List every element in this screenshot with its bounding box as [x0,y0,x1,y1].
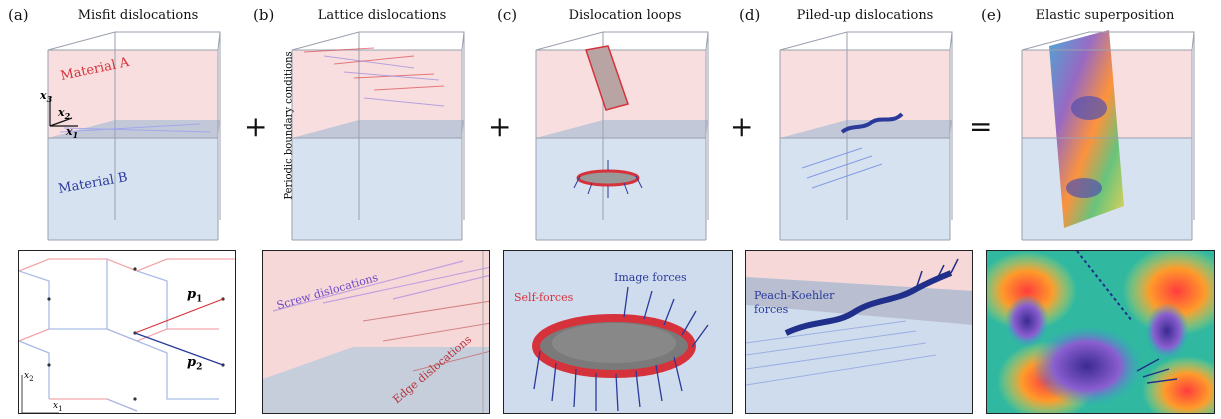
panel-title-a: Misfit dislocations [77,8,199,23]
bicrystal-box-a [47,31,221,241]
vector-p1 [134,298,224,334]
equals-operator: = [969,110,993,143]
panel-letter-e: (e) [981,6,1002,24]
vector-p2 [134,332,224,366]
x2-axis-label-bottom: x2 [24,371,34,383]
peach-koehler-label-line2: forces [754,303,789,316]
bicrystal-box-d [779,31,953,241]
panel-title-d: Piled-up dislocations [796,8,934,23]
plus-operator-1: + [244,110,268,143]
lattice-zoom-panel: Screw dislocations Edge dislocations [262,250,490,414]
pileup-forces-panel: Peach-Koehler forces [745,250,973,414]
panel-letter-a: (a) [8,6,29,24]
p1-label: p1 [187,287,203,305]
plus-operator-3: + [730,110,754,143]
bicrystal-box-c [535,31,709,241]
panel-letter-b: (b) [253,6,275,24]
misfit-network-panel: p1 p2 x2 x1 [18,250,236,414]
peach-koehler-label-line1: Peach-Koehler [754,289,835,302]
panel-title-b: Lattice dislocations [317,8,447,23]
x3-axis-label: x3 [40,89,53,105]
stress-field-panel [986,250,1215,414]
panel-letter-d: (d) [739,6,761,24]
pileup-force-arrows [784,270,953,336]
x2-axis-label: x2 [58,106,71,122]
bicrystal-box-e [1021,30,1195,241]
loop-forces-panel: Image forces Self-forces [503,250,733,414]
self-forces-label: Self-forces [514,291,574,304]
periodic-boundary-label: Periodic boundary conditions [283,51,295,200]
panel-title-e: Elastic superposition [1035,8,1175,23]
x1-axis-label-bottom: x1 [53,401,63,413]
planar-loop [576,169,640,187]
stress-field-plane [1049,30,1124,228]
plus-operator-2: + [488,110,512,143]
bicrystal-box-b [291,31,465,241]
panel-letter-c: (c) [497,6,518,24]
p2-label: p2 [187,355,203,373]
x1-axis-label: x1 [66,125,79,141]
inclined-loop [585,45,629,111]
image-forces-label: Image forces [614,271,687,284]
panel-title-c: Dislocation loops [568,8,682,23]
